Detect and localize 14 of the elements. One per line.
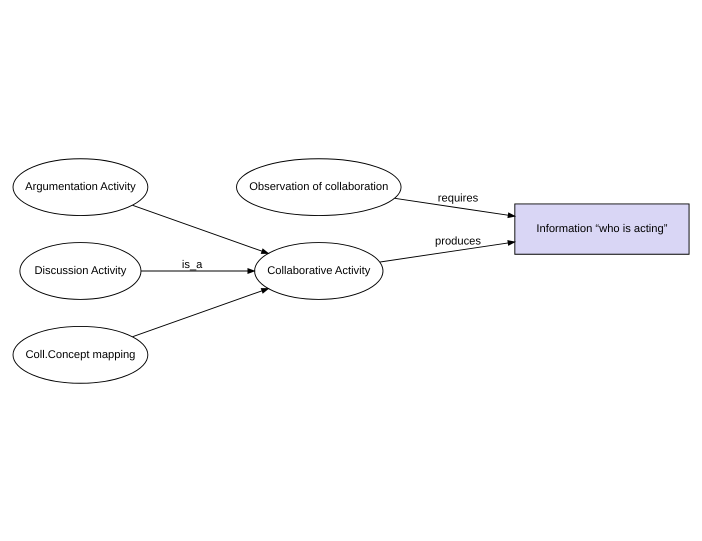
arrow xyxy=(132,288,270,337)
arrow xyxy=(132,204,270,254)
node-ellipse: Coll.Concept mapping xyxy=(12,325,148,384)
node-ellipse: Observation of collaboration xyxy=(236,158,402,216)
node-box: Information “who is acting” xyxy=(514,202,690,254)
node-ellipse: Discussion Activity xyxy=(19,242,142,300)
edge-label: is_a xyxy=(182,258,202,270)
edge-label: requires xyxy=(438,192,478,204)
arrow xyxy=(140,268,256,274)
arrow xyxy=(394,197,516,218)
edge-label: produces xyxy=(435,235,481,248)
node-ellipse: Collaborative Activity xyxy=(254,242,384,300)
arrow xyxy=(379,240,516,262)
node-ellipse: Argumentation Activity xyxy=(12,158,148,216)
